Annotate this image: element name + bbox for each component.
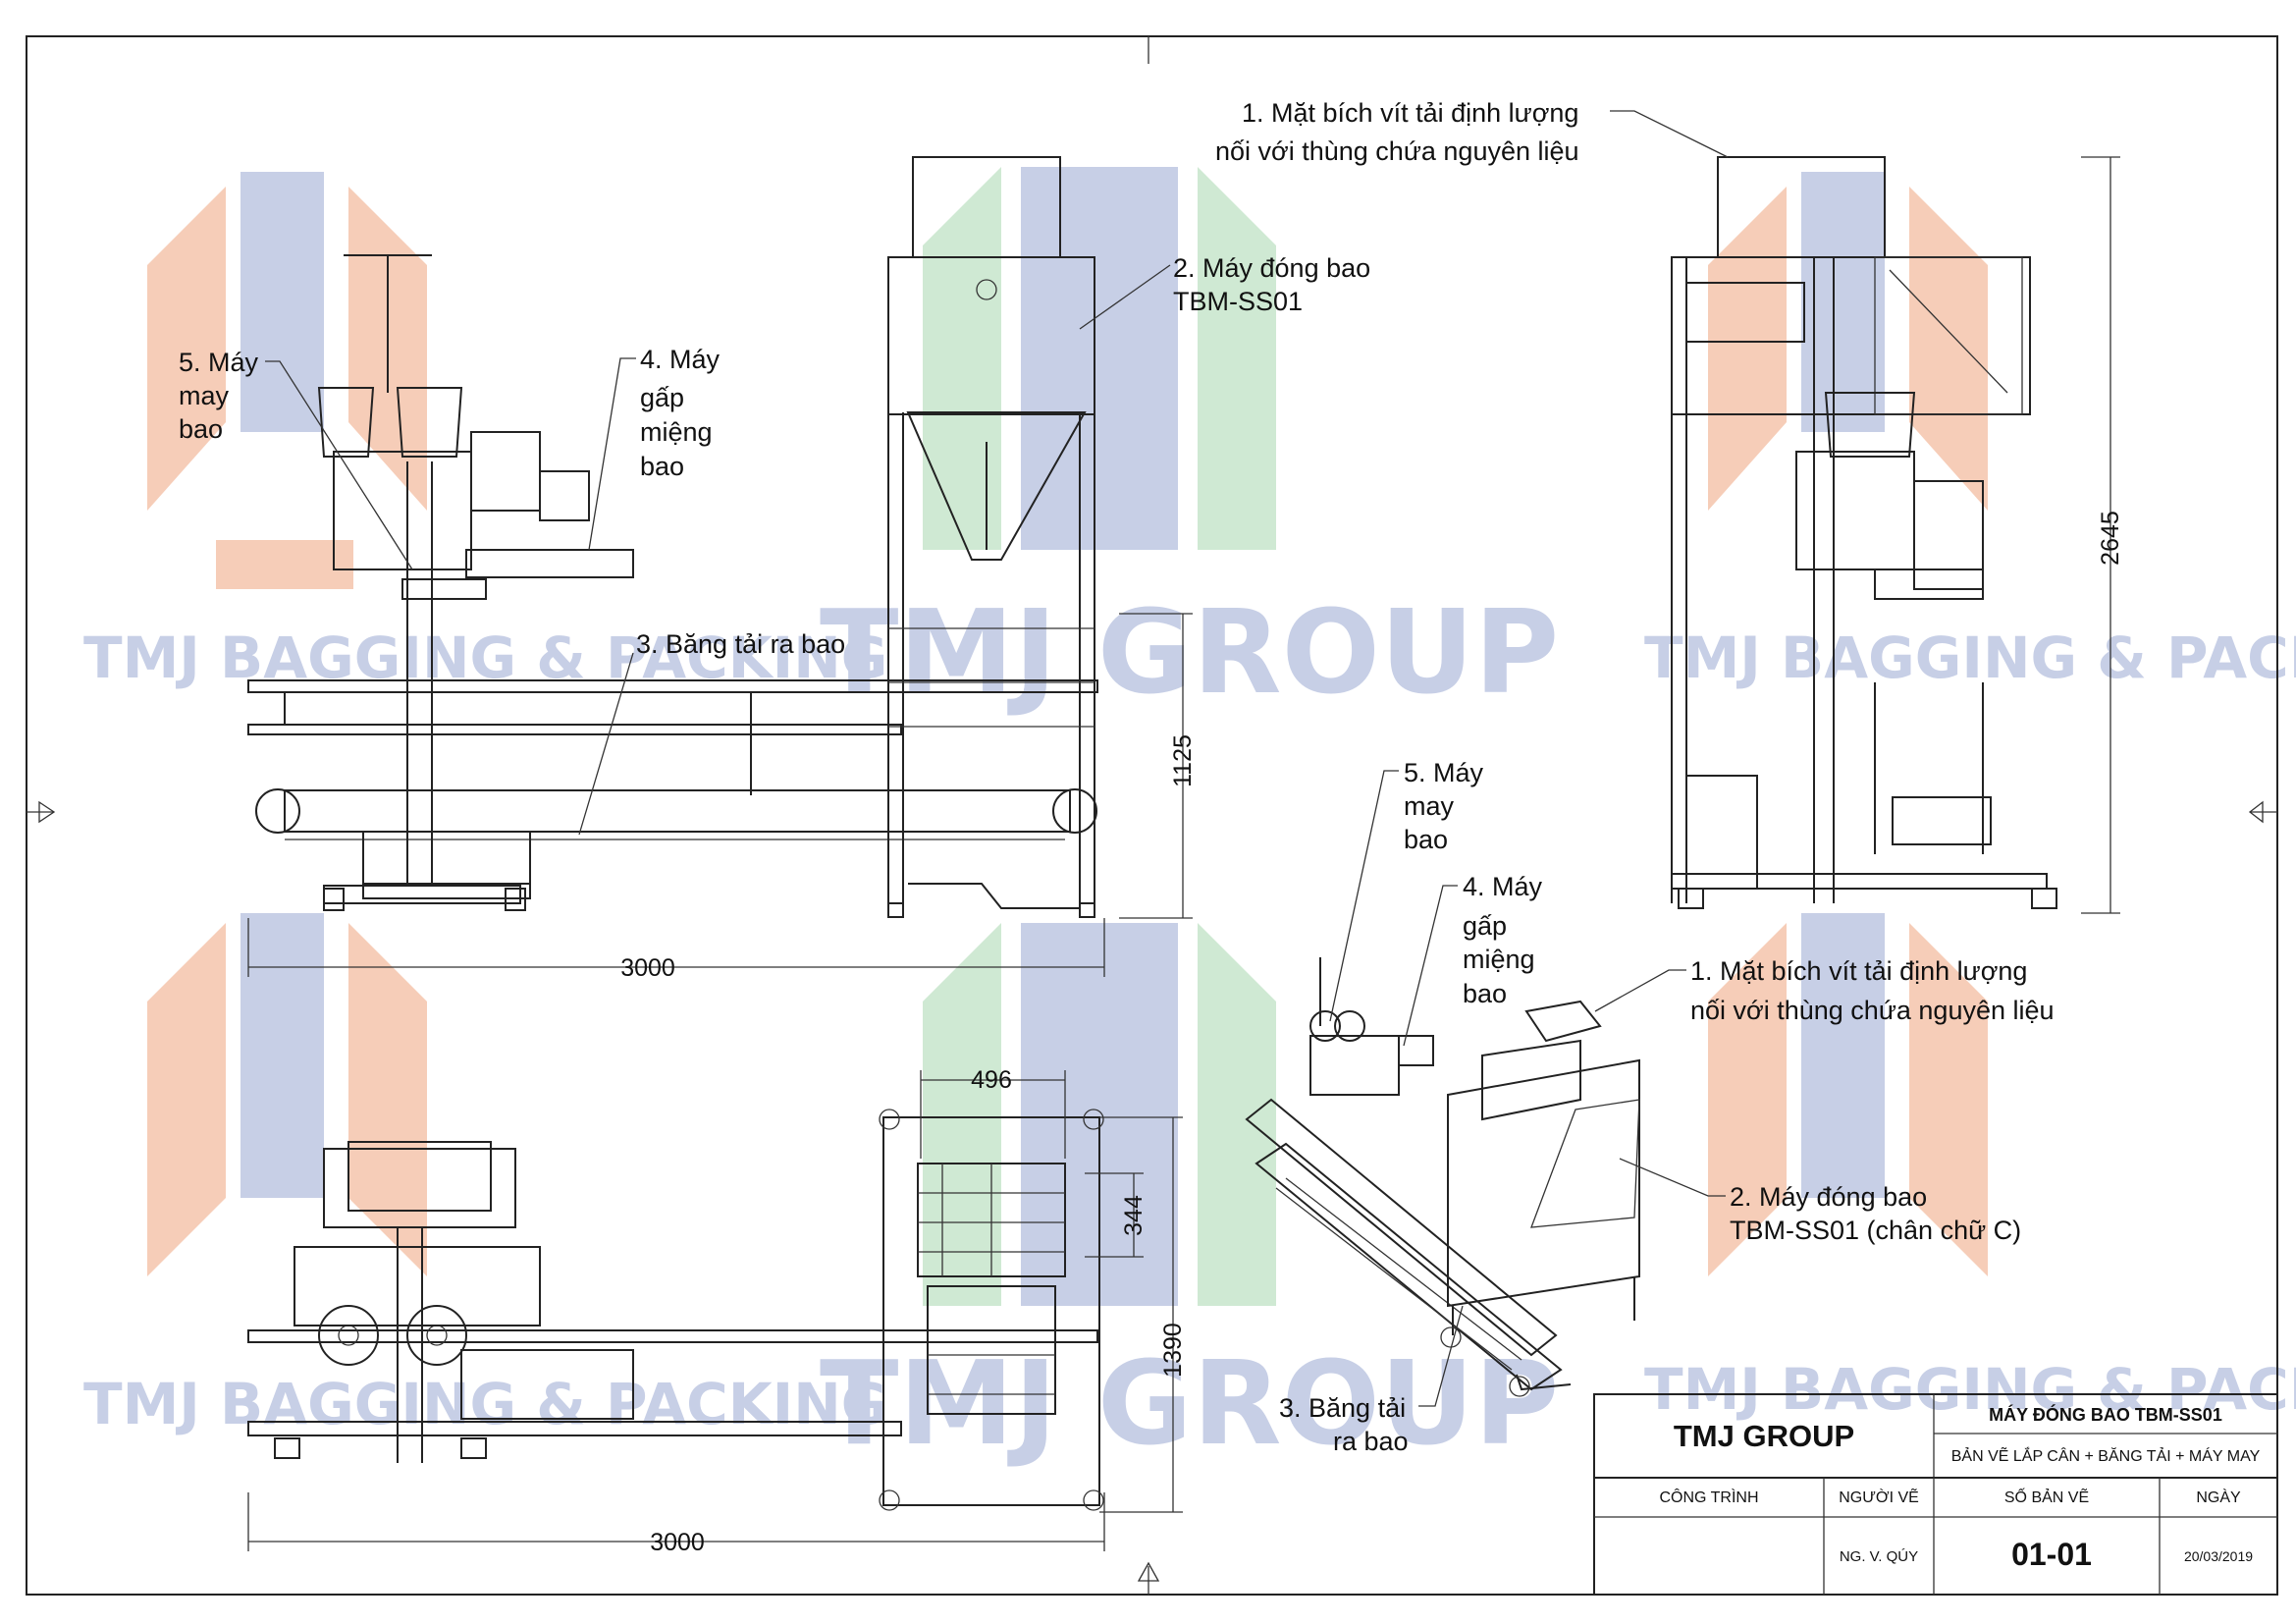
callout-flange-line2: nối với thùng chứa nguyên liệu xyxy=(1215,136,1579,166)
tb-header-number: SỐ BẢN VẼ xyxy=(2004,1487,2089,1506)
watermark-logo-top-right xyxy=(1708,172,1988,511)
top-view xyxy=(247,1109,1104,1511)
dimensions: 3000 1125 2645 3000 1390 496 344 xyxy=(247,156,2124,1556)
callout-folder-line2: gấp xyxy=(640,383,684,412)
watermark-logo-bottom-right xyxy=(1708,913,1988,1276)
title-block: TMJ GROUP MÁY ĐÓNG BAO TBM-SS01 BẢN VẼ L… xyxy=(1593,1393,2278,1596)
watermark-bagging-bottom-right: TMJ BAGGING & PACKING xyxy=(1644,1356,2296,1423)
callout-folder-iso-line1: 4. Máy xyxy=(1463,872,1543,901)
callout-flange-line1: 1. Mặt bích vít tải định lượng xyxy=(1242,98,1578,128)
watermark-bagging-bottom-left: TMJ BAGGING & PACKING xyxy=(83,1371,887,1437)
watermark-logo-top-center xyxy=(923,167,1276,550)
tb-header-project: CÔNG TRÌNH xyxy=(1659,1488,1758,1506)
tb-header-date: NGÀY xyxy=(2196,1488,2241,1506)
tb-company: TMJ GROUP xyxy=(1674,1419,1854,1453)
callouts: 1. Mặt bích vít tải định lượng nối với t… xyxy=(179,98,2055,1456)
tb-drawer: NG. V. QÚY xyxy=(1840,1548,1918,1565)
callout-folder-line1: 4. Máy xyxy=(640,345,721,374)
callout-bagger-iso-line1: 2. Máy đóng bao xyxy=(1730,1182,1927,1212)
callout-conveyor-iso-line2: ra bao xyxy=(1333,1427,1409,1456)
callout-sewer-iso-line3: bao xyxy=(1404,825,1448,854)
dim-front-height: 1125 xyxy=(1169,734,1197,787)
callout-folder-line4: bao xyxy=(640,452,684,481)
callout-sewer-line2: may xyxy=(179,381,230,410)
tb-header-drawer: NGƯỜI VẼ xyxy=(1839,1487,1919,1506)
callout-sewer-iso-line1: 5. Máy xyxy=(1404,758,1484,787)
callout-conveyor-iso-line1: 3. Băng tải xyxy=(1279,1393,1406,1423)
dim-top-depth: 1390 xyxy=(1159,1323,1187,1378)
callout-folder-iso-line4: bao xyxy=(1463,979,1507,1008)
tb-date: 20/03/2019 xyxy=(2184,1548,2253,1564)
tb-machine: MÁY ĐÓNG BAO TBM-SS01 xyxy=(1989,1404,2222,1425)
tb-number: 01-01 xyxy=(2011,1537,2092,1572)
sheet-border xyxy=(26,35,2278,1596)
callout-flange-iso-line1: 1. Mặt bích vít tải định lượng xyxy=(1690,956,2027,986)
dim-top-inner: 344 xyxy=(1120,1195,1148,1236)
callout-sewer-line3: bao xyxy=(179,414,223,444)
dim-top-width: 496 xyxy=(971,1066,1012,1094)
watermark-logo-top-left xyxy=(147,172,427,589)
callout-folder-iso-line3: miệng xyxy=(1463,945,1535,974)
callout-bagger-line2: TBM-SS01 xyxy=(1173,287,1303,316)
dim-top-length: 3000 xyxy=(650,1529,705,1556)
tb-drawing: BẢN VẼ LẮP CÂN + BĂNG TẢI + MÁY MAY xyxy=(1951,1445,2261,1465)
watermark-layer: TMJ BAGGING & PACKING TMJ BAGGING & PACK… xyxy=(83,167,2296,1471)
callout-bagger-iso-line2: TBM-SS01 (chân chữ C) xyxy=(1730,1216,2021,1245)
dim-front-length: 3000 xyxy=(620,954,675,982)
callout-sewer-line1: 5. Máy xyxy=(179,348,259,377)
callout-folder-iso-line2: gấp xyxy=(1463,911,1507,941)
front-view xyxy=(247,156,1098,918)
callout-folder-line3: miệng xyxy=(640,417,713,447)
watermark-logo-bottom-center xyxy=(923,923,1276,1306)
callout-flange-iso-line2: nối với thùng chứa nguyên liệu xyxy=(1690,996,2055,1025)
callout-bagger-line1: 2. Máy đóng bao xyxy=(1173,253,1370,283)
side-view xyxy=(1671,156,2057,909)
callout-sewer-iso-line2: may xyxy=(1404,791,1455,821)
isometric-view xyxy=(1245,957,1640,1397)
watermark-bagging-top-right: TMJ BAGGING & PACKING xyxy=(1644,624,2296,691)
watermark-group-top: TMJ GROUP xyxy=(820,584,1559,720)
watermark-group-bottom: TMJ GROUP xyxy=(820,1335,1559,1471)
dim-side-height: 2645 xyxy=(2097,511,2124,566)
callout-conveyor: 3. Băng tải ra bao xyxy=(636,629,845,659)
watermark-logo-bottom-left xyxy=(147,913,427,1276)
